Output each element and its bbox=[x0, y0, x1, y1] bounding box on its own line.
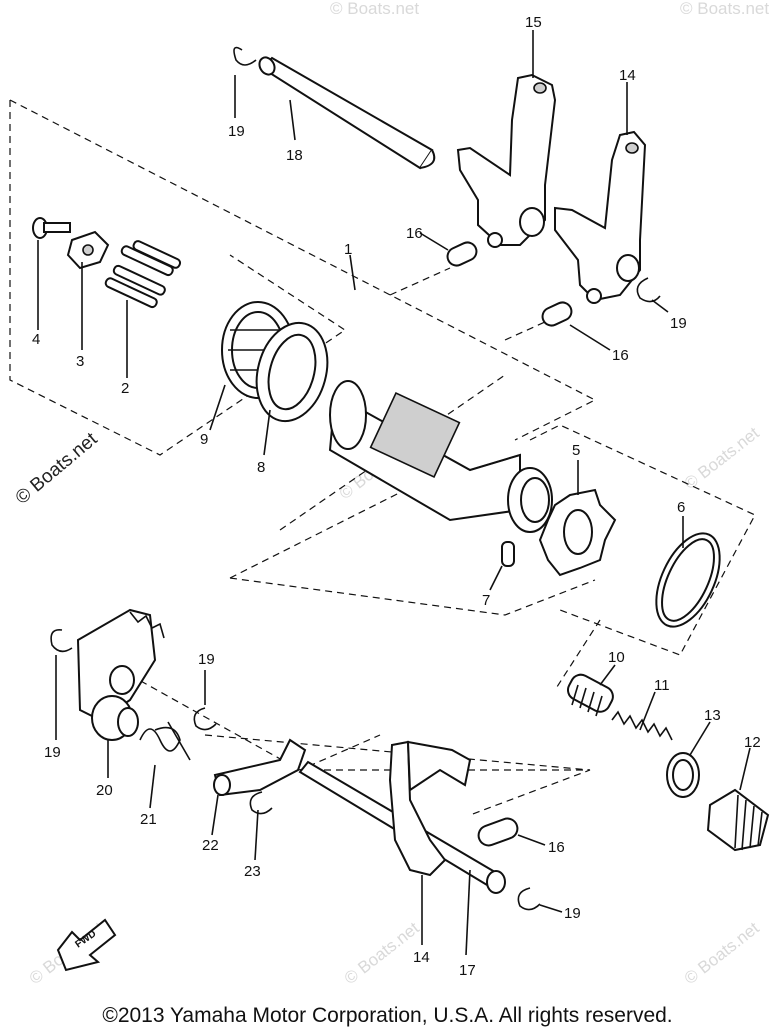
box-ring bbox=[529, 424, 756, 656]
box-spring-link bbox=[554, 619, 601, 691]
watermark-top: © Boats.net bbox=[330, 0, 419, 18]
circlip-23 bbox=[249, 791, 273, 815]
callout-5: 5 bbox=[572, 442, 580, 459]
callout-19b: 19 bbox=[670, 315, 687, 332]
circlip-left bbox=[50, 628, 73, 653]
copyright-notice: ©2013 Yamaha Motor Corporation, U.S.A. A… bbox=[102, 1004, 673, 1027]
callout-6: 6 bbox=[677, 499, 685, 516]
pin-16-upper bbox=[446, 241, 478, 267]
callout-20: 20 bbox=[96, 782, 113, 799]
screw-4 bbox=[32, 217, 71, 239]
dowel-7 bbox=[501, 541, 515, 567]
callout-15: 15 bbox=[525, 14, 542, 31]
segment-5 bbox=[538, 488, 617, 577]
lever-22 bbox=[213, 738, 307, 797]
shift-arm bbox=[76, 608, 165, 722]
box-pin-upper bbox=[389, 267, 451, 296]
circlip-top bbox=[233, 46, 257, 66]
callout-14a: 14 bbox=[619, 67, 636, 84]
watermark-top-right: © Boats.net bbox=[680, 0, 769, 18]
box-pin-lower bbox=[504, 321, 546, 341]
circlip-19-bottom bbox=[517, 887, 541, 911]
callout-16c: 16 bbox=[548, 839, 565, 856]
pins-2 bbox=[104, 240, 182, 309]
callout-7: 7 bbox=[482, 592, 490, 609]
callout-22: 22 bbox=[202, 837, 219, 854]
guide-bar bbox=[258, 56, 436, 170]
spring-21 bbox=[139, 721, 191, 761]
watermark-bottom-center: © Boats.net bbox=[341, 918, 423, 988]
box-drum-end bbox=[9, 100, 347, 456]
circlip-19-mid bbox=[193, 707, 217, 731]
box-main-top bbox=[9, 99, 597, 441]
box-main-bottom bbox=[229, 484, 416, 579]
plate-3 bbox=[66, 230, 110, 270]
circlip-right bbox=[636, 277, 661, 303]
callout-14b: 14 bbox=[413, 949, 430, 966]
pin-16-lower bbox=[477, 817, 519, 847]
pin-16-middle bbox=[541, 301, 573, 327]
callout-2: 2 bbox=[121, 380, 129, 397]
ring-6 bbox=[655, 532, 721, 628]
plug-10 bbox=[566, 673, 614, 717]
collar-20 bbox=[91, 695, 139, 741]
bolt-12 bbox=[706, 788, 770, 852]
callout-18: 18 bbox=[286, 147, 303, 164]
callout-1: 1 bbox=[344, 241, 352, 258]
callout-19c: 19 bbox=[564, 905, 581, 922]
callout-11: 11 bbox=[654, 677, 670, 694]
leader-lines bbox=[37, 30, 751, 956]
callout-10: 10 bbox=[608, 649, 625, 666]
spring-11 bbox=[611, 710, 673, 741]
shift-fork-14-upper bbox=[554, 130, 647, 304]
callout-21: 21 bbox=[140, 811, 157, 828]
watermark-bottom-right: © Boats.net bbox=[681, 918, 763, 988]
plate-8 bbox=[255, 321, 329, 423]
callout-13: 13 bbox=[704, 707, 721, 724]
shift-fork-14-lower bbox=[388, 740, 472, 877]
callout-16a: 16 bbox=[406, 225, 423, 242]
callout-23: 23 bbox=[244, 863, 261, 880]
callout-4: 4 bbox=[32, 331, 40, 348]
callout-numbers: 19 18 15 14 16 1 19 16 4 3 2 9 8 5 6 7 1… bbox=[32, 14, 761, 979]
callout-19e: 19 bbox=[198, 651, 215, 668]
callout-19d: 19 bbox=[44, 744, 61, 761]
shift-fork-15 bbox=[456, 73, 557, 248]
callout-3: 3 bbox=[76, 353, 84, 370]
box-main-bottom2 bbox=[229, 577, 596, 616]
shift-drum bbox=[328, 380, 553, 533]
watermark-side: © Boats.net bbox=[12, 428, 102, 509]
watermark-right: © Boats.net bbox=[681, 423, 763, 493]
callout-16b: 16 bbox=[612, 347, 629, 364]
washer-13 bbox=[666, 752, 700, 798]
callout-19a: 19 bbox=[228, 123, 245, 140]
callout-17: 17 bbox=[459, 962, 476, 979]
callout-9: 9 bbox=[200, 431, 208, 448]
callout-8: 8 bbox=[257, 459, 265, 476]
callout-12: 12 bbox=[744, 734, 761, 751]
